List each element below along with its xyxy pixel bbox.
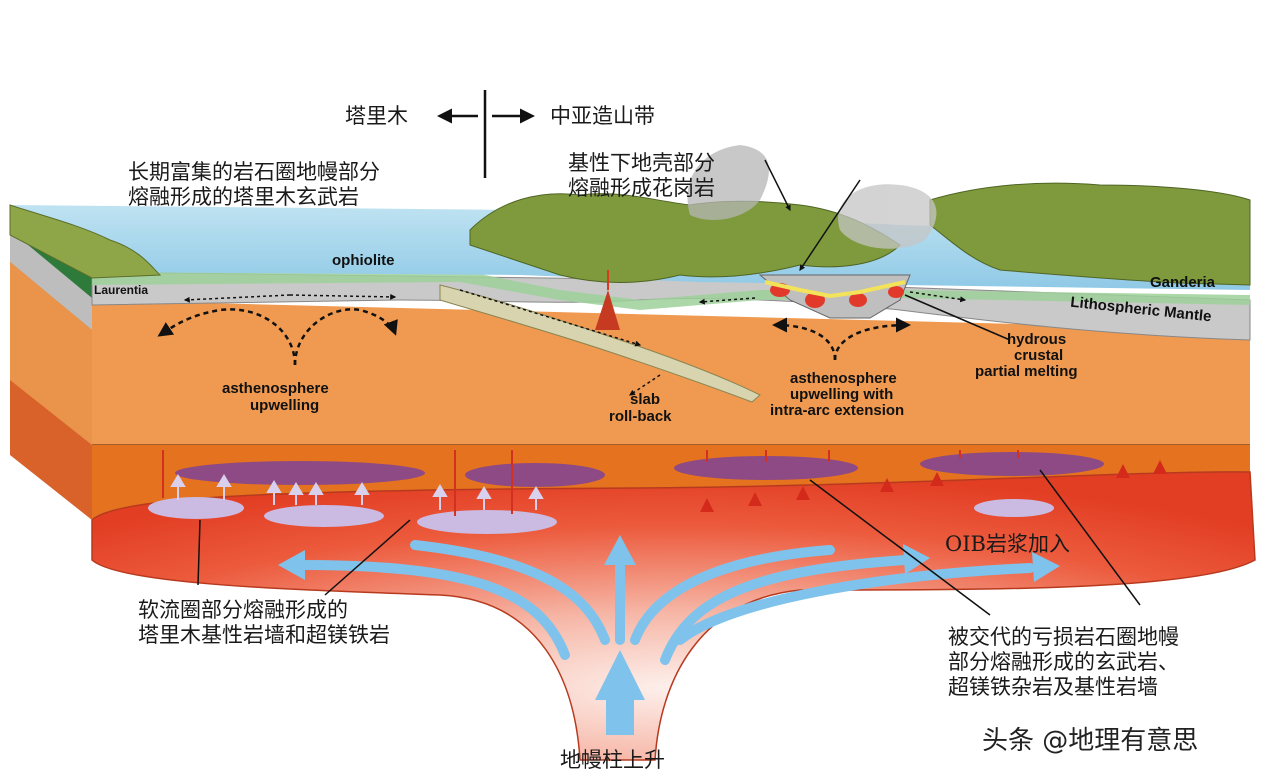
red-dikes: [162, 450, 1019, 516]
depleted-label-3: 超镁铁杂岩及基性岩墙: [948, 675, 1158, 699]
tarim-basalt-label-1: 长期富集的岩石圈地幔部分: [128, 160, 380, 184]
ganderia-label: Ganderia: [1150, 274, 1216, 291]
green-crust-strip: [92, 268, 1250, 310]
laurentia-label: Laurentia: [94, 283, 149, 297]
hydrous-label-2: crustal: [1014, 347, 1064, 364]
small-dotted-arrows: [183, 289, 967, 396]
direction-divider: [437, 90, 535, 178]
granite-label-2: 熔融形成花岗岩: [568, 176, 715, 200]
asth-melt-label-1: 软流圈部分熔融形成的: [138, 598, 348, 622]
asthenosphere-dashed-arrows-right: [772, 317, 911, 361]
ophiolite-label: ophiolite: [332, 252, 395, 269]
watermark: 头条 @地理有意思: [982, 726, 1199, 756]
leader-lines: [197, 159, 1141, 616]
asthenosphere-upwelling-label-2: upwelling: [250, 397, 320, 414]
small-upwelling-arrows: [170, 474, 544, 510]
purple-magma-bodies: [175, 452, 1104, 487]
arc-upwelling-label-3: intra-arc extension: [770, 402, 905, 419]
granite-label-1: 基性下地壳部分: [568, 151, 715, 175]
direction-left-label: 塔里木: [345, 104, 408, 128]
tarim-basalt-label-2: 熔融形成的塔里木玄武岩: [128, 185, 359, 209]
lilac-magma-bodies: [148, 497, 1054, 534]
depleted-label-1: 被交代的亏损岩石圈地幔: [948, 625, 1179, 649]
laurentia-terrain: [9, 204, 162, 279]
asth-melt-label-2: 塔里木基性岩墙和超镁铁岩: [138, 623, 390, 647]
direction-right-label: 中亚造山带: [550, 104, 655, 128]
slab-label-1: slab: [630, 391, 661, 408]
arc-volcano: [595, 290, 620, 330]
asthenosphere-upwelling-label-1: asthenosphere: [222, 380, 329, 397]
ganderia-terrain: [929, 182, 1251, 286]
hydrous-label-1: hydrous: [1007, 331, 1067, 348]
hydrous-label-3: partial melting: [975, 363, 1078, 380]
red-upwelling-arrows: [700, 460, 1167, 512]
oib-label: OIB岩浆加入: [945, 532, 1070, 556]
depleted-label-2: 部分熔融形成的玄武岩、: [948, 650, 1179, 674]
lithospheric-mantle-band: [91, 271, 1251, 341]
plume-label: 地幔柱上升: [560, 748, 665, 772]
arc-upwelling-label-1: asthenosphere: [790, 370, 897, 387]
mantle-flow-arrows: [295, 540, 1035, 665]
slab-label-2: roll-back: [609, 408, 672, 425]
asthenosphere-dashed-arrows-left: [157, 308, 398, 366]
volcanic-smoke: [687, 145, 937, 249]
crustal-melt-pods: [764, 280, 906, 308]
arc-upwelling-label-2: upwelling with: [790, 386, 894, 403]
